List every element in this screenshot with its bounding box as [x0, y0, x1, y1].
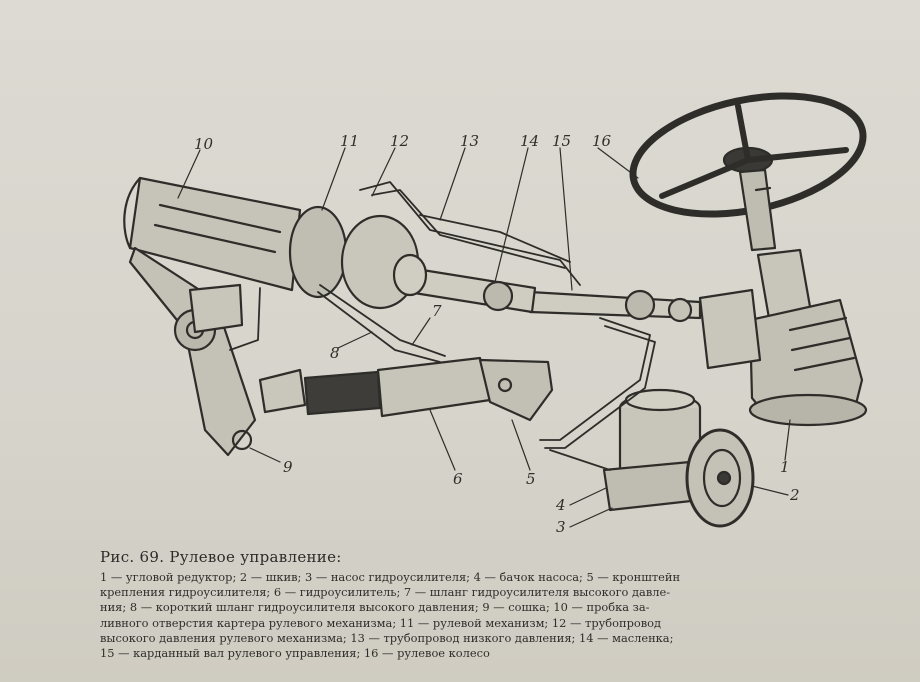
caption-line: высокого давления рулевого механизма; 13…	[100, 630, 674, 645]
callout-16: 16	[592, 132, 612, 150]
callout-7: 7	[432, 302, 442, 320]
steering-diagram-svg: 10 11 12 13 14 15 16 8 7 9 6 5 4 3 2 1	[123, 92, 868, 536]
caption-line: крепления гидроусилителя; 6 — гидроусили…	[100, 585, 671, 600]
callout-2: 2	[789, 486, 800, 504]
cardan-shaft	[406, 266, 702, 323]
callout-14: 14	[520, 132, 539, 150]
callout-15: 15	[552, 132, 571, 150]
callout-9: 9	[283, 458, 293, 476]
callout-3: 3	[556, 518, 566, 536]
callout-5: 5	[526, 470, 536, 488]
callout-10: 10	[194, 135, 214, 153]
caption-line: ливного отверстия картера рулевого механ…	[100, 615, 662, 630]
caption-line: 1 — угловой редуктор; 2 — шкив; 3 — насо…	[100, 570, 681, 584]
figure-caption: Рис. 69. Рулевое управление: 1 — угловой…	[100, 548, 900, 661]
caption-title: Рис. 69. Рулевое управление:	[100, 548, 342, 566]
caption-line: ния; 8 — короткий шланг гидроусилителя в…	[100, 600, 650, 615]
callout-12: 12	[390, 132, 409, 150]
steering-system-illustration: 10 11 12 13 14 15 16 8 7 9 6 5 4 3 2 1	[123, 92, 868, 536]
power-steering-cylinder	[258, 356, 554, 422]
callout-labels: 10 11 12 13 14 15 16 8 7 9 6 5 4 3 2 1	[194, 132, 800, 536]
callout-leaders	[177, 147, 791, 528]
callout-6: 6	[453, 470, 463, 488]
steering-gear-box	[698, 248, 868, 427]
angular-reducer	[123, 176, 428, 310]
caption-legend: 1 — угловой редуктор; 2 — шкив; 3 — насо…	[100, 570, 900, 661]
pitman-arm	[128, 246, 257, 457]
callout-4: 4	[555, 496, 566, 514]
callout-1: 1	[780, 458, 790, 476]
caption-line: 15 — карданный вал рулевого управления; …	[100, 646, 490, 661]
callout-8: 8	[330, 344, 340, 362]
callout-11: 11	[340, 132, 359, 150]
callout-13: 13	[460, 132, 479, 150]
steering-wheel	[629, 92, 867, 252]
pump-assembly	[602, 388, 755, 528]
